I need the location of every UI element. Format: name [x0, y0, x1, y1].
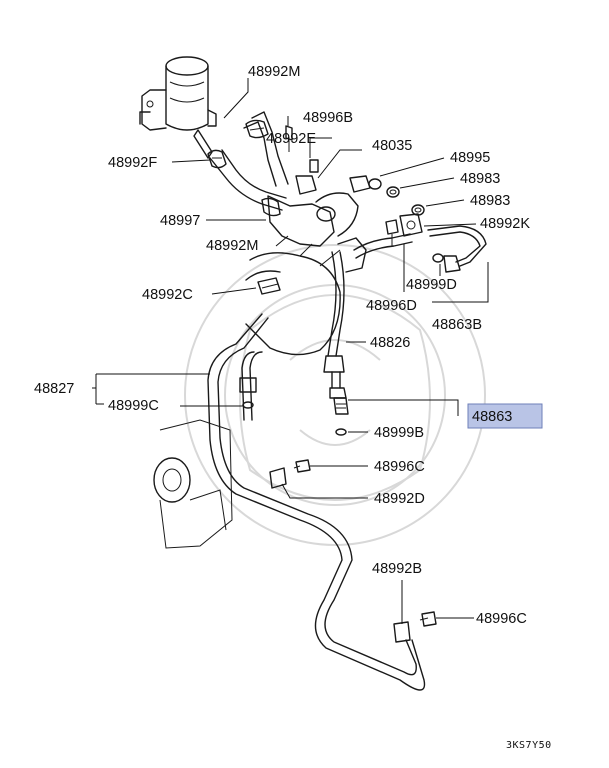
power-steering-pump[interactable]	[245, 192, 367, 356]
part-labels: 48992M 48996B 48992E 48035 48995 48983 4…	[34, 64, 530, 627]
label-48992K[interactable]: 48992K	[480, 216, 530, 232]
bracket-48992E[interactable]	[295, 159, 319, 195]
label-48992B[interactable]: 48992B	[372, 561, 422, 577]
washer-48983-a[interactable]	[386, 186, 400, 198]
reservoir-tank[interactable]	[139, 56, 217, 159]
label-48035[interactable]: 48035	[372, 138, 412, 154]
label-48983-a[interactable]: 48983	[460, 171, 500, 187]
bolt-48996B[interactable]	[285, 125, 293, 152]
diagram-code: 3KS7Y50	[506, 740, 552, 751]
fitting-48035[interactable]	[349, 175, 371, 193]
hose-clamp-48992M-top[interactable]	[245, 119, 269, 139]
label-48827[interactable]: 48827	[34, 381, 74, 397]
bolt-48996C-b[interactable]	[419, 611, 437, 627]
label-48999B[interactable]: 48999B	[374, 425, 424, 441]
banjo-fitting-48992K[interactable]	[399, 213, 423, 237]
label-48996C-b[interactable]: 48996C	[476, 611, 527, 627]
o-ring-48999D[interactable]	[432, 253, 444, 263]
label-48992M-top[interactable]: 48992M	[248, 64, 300, 80]
bolt-48996D[interactable]	[385, 219, 399, 246]
return-line-48827[interactable]	[207, 313, 426, 691]
label-48996B[interactable]: 48996B	[303, 110, 353, 126]
label-48999D[interactable]: 48999D	[406, 277, 457, 293]
label-48996C-a[interactable]: 48996C	[374, 459, 425, 475]
label-48995[interactable]: 48995	[450, 150, 490, 166]
watermark-emblem	[184, 244, 486, 546]
label-48999C[interactable]: 48999C	[108, 398, 159, 414]
engine-block-outline	[153, 419, 233, 549]
label-48997[interactable]: 48997	[160, 213, 200, 229]
label-48863B[interactable]: 48863B	[432, 317, 482, 333]
highlighted-part-box[interactable]	[467, 403, 543, 429]
bracket-48992B[interactable]	[393, 621, 411, 643]
pressure-hose-48826[interactable]	[323, 251, 347, 399]
label-48983-b[interactable]: 48983	[470, 193, 510, 209]
o-ring-48999B[interactable]	[335, 428, 347, 436]
label-48992E[interactable]: 48992E	[266, 131, 316, 147]
label-48992M-mid[interactable]: 48992M	[206, 238, 258, 254]
bolt-48996C-a[interactable]	[293, 459, 311, 473]
label-48996D[interactable]: 48996D	[366, 298, 417, 314]
hose-clamp-48992C[interactable]	[257, 277, 281, 295]
label-48992F[interactable]: 48992F	[108, 155, 157, 171]
union-fitting-48863[interactable]	[333, 397, 349, 415]
leader-lines	[92, 78, 489, 624]
label-48992D[interactable]: 48992D	[374, 491, 425, 507]
label-48992C[interactable]: 48992C	[142, 287, 193, 303]
label-48826[interactable]: 48826	[370, 335, 410, 351]
hose-clamp-48992F[interactable]	[207, 149, 227, 169]
bracket-48992D[interactable]	[269, 467, 287, 489]
hose-clamp-48997[interactable]	[261, 197, 281, 217]
suction-hose-48997[interactable]	[209, 111, 289, 211]
label-48863[interactable]: 48863	[472, 409, 512, 425]
washer-48995[interactable]	[368, 178, 382, 190]
o-ring-48999C[interactable]	[242, 401, 254, 409]
